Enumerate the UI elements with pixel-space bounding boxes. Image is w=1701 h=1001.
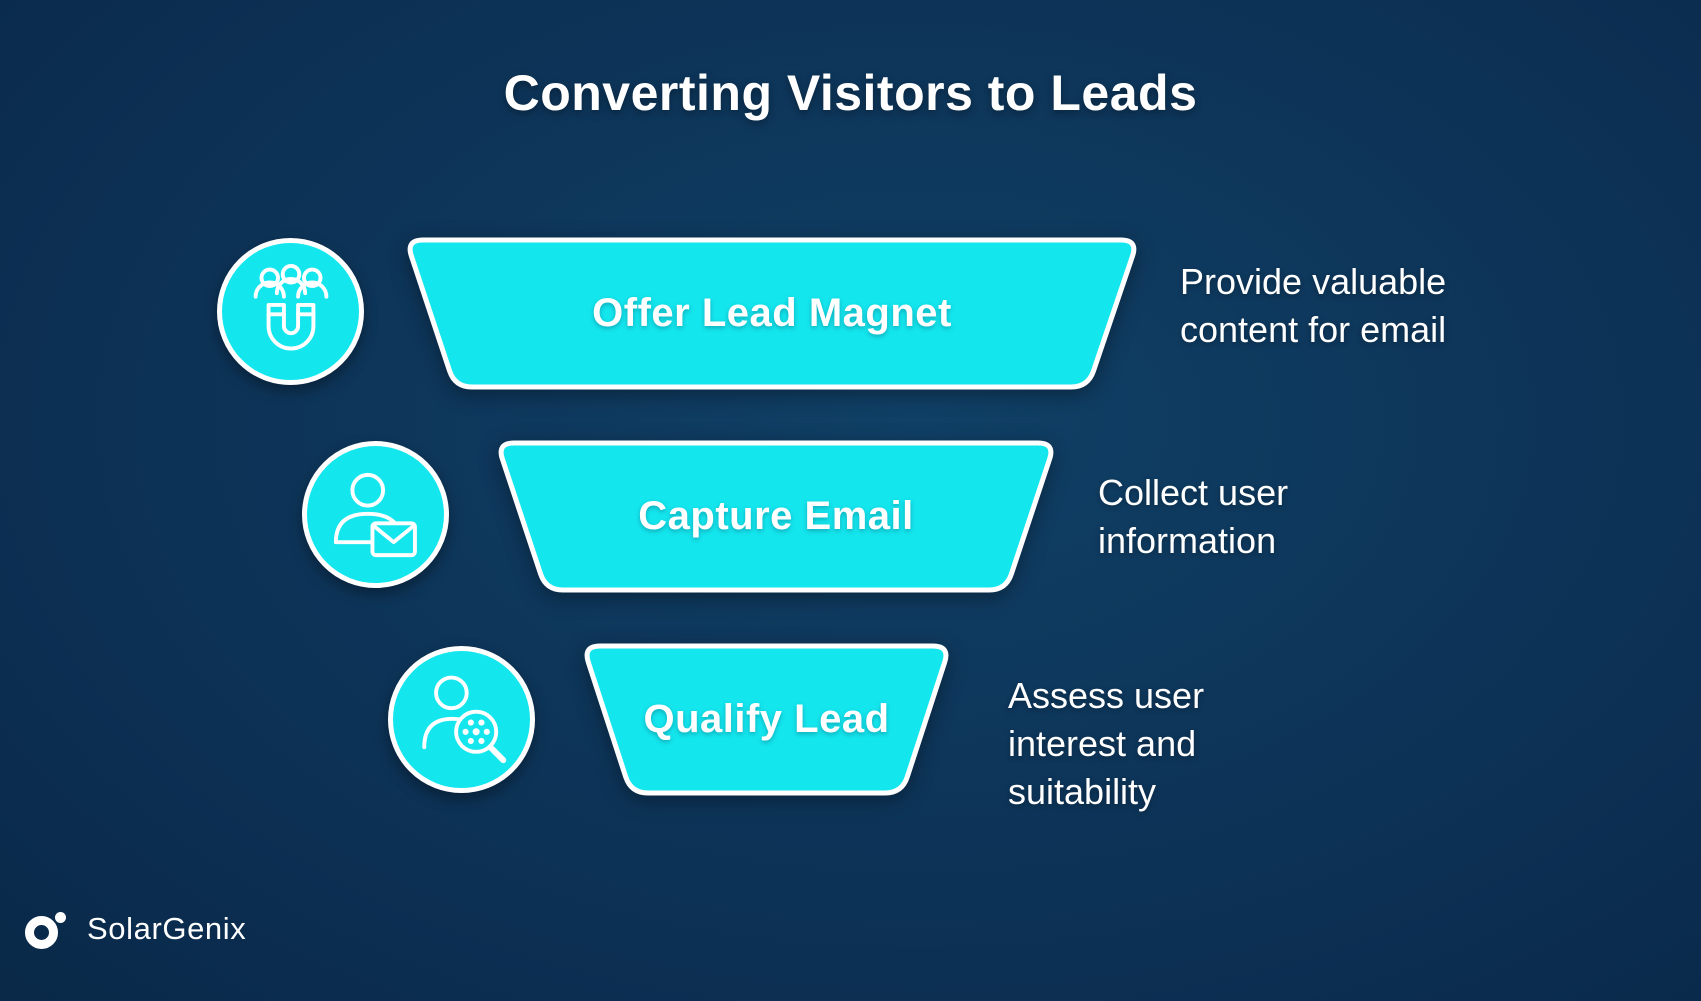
stage3-description: Assess user interest and suitability [1008, 675, 1205, 812]
funnel-stage-1-shape [407, 237, 1137, 390]
brand-name: SolarGenix [87, 911, 247, 946]
lead-magnet-icon [253, 263, 328, 351]
dot-icon [55, 912, 66, 923]
person-email-icon [333, 472, 417, 557]
person-search-icon [421, 675, 506, 763]
stage2-icon-circle [302, 441, 449, 588]
stage2-description: Collect user information [1098, 472, 1289, 561]
funnel-stage-2-shape [498, 440, 1054, 593]
logo-ring-icon [25, 906, 71, 952]
stage3-icon-circle [388, 646, 535, 793]
stage1-icon-circle [217, 238, 364, 385]
ring-icon [25, 916, 58, 949]
page-title: Converting Visitors to Leads [503, 65, 1198, 121]
brand-logo: SolarGenix [25, 903, 246, 955]
stage1-description: Provide valuable content for email [1180, 261, 1447, 350]
funnel-stage-3-shape [584, 643, 949, 796]
